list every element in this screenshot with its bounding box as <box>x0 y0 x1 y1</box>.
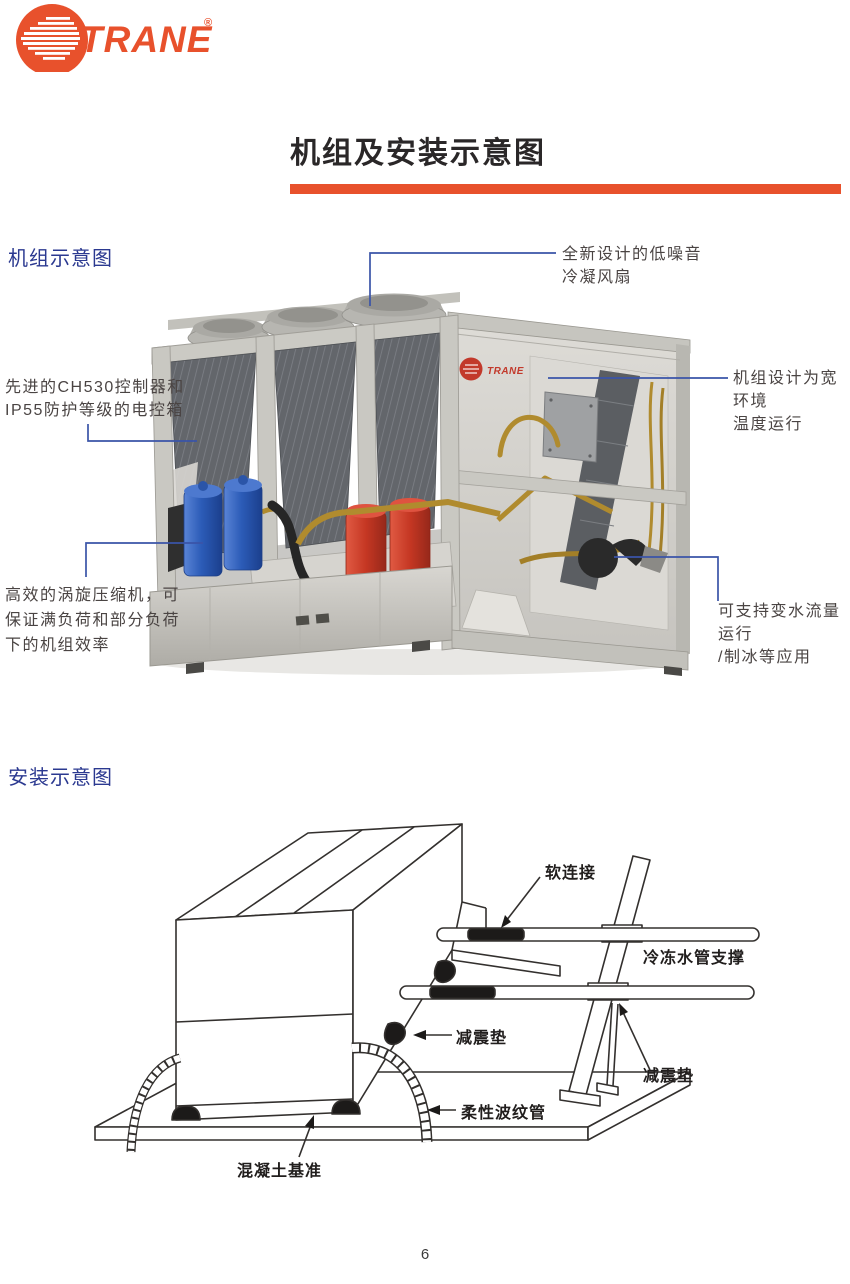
callout-line-flow <box>614 556 719 601</box>
title-accent-bar <box>290 184 841 194</box>
scroll-compressors <box>168 475 291 577</box>
chiller-unit-rendering: TRANE <box>149 292 691 676</box>
soft-connection-upper <box>467 927 525 942</box>
unit-section-heading: 机组示意图 <box>8 248 113 270</box>
callout-controller: 先进的CH530控制器和 IP55防护等级的电控箱 <box>5 379 185 419</box>
trane-globe-icon <box>16 4 88 72</box>
callout-variable-flow: 可支持变水流量运行 /制冰等应用 <box>718 603 841 666</box>
unit-feet-and-pads <box>171 959 456 1121</box>
flexible-hoses <box>126 1042 433 1153</box>
trane-logo: TRANE ® <box>16 4 213 72</box>
label-damper-pad-1: 减震垫 <box>456 1030 508 1047</box>
label-arrows <box>298 876 651 1158</box>
label-pipe-support: 冷冻水管支撑 <box>643 950 746 967</box>
label-concrete-base: 混凝土基准 <box>237 1163 323 1180</box>
condenser-fans <box>187 293 447 350</box>
callout-scroll-compressor: 高效的涡旋压缩机，可 保证满负荷和部分负荷 下的机组效率 <box>5 587 181 654</box>
pump-shape <box>578 538 618 578</box>
registered-mark: ® <box>204 17 212 29</box>
callout-leader-lines <box>85 252 728 601</box>
unit-plate-text: TRANE <box>487 366 524 377</box>
callout-line-compressor <box>85 542 203 577</box>
label-soft-connection: 软连接 <box>545 865 597 882</box>
label-damper-pad-2: 减震垫 <box>643 1068 695 1085</box>
callout-condenser-fan: 全新设计的低噪音 冷凝风扇 <box>562 246 703 286</box>
install-diagram <box>94 823 760 1158</box>
callout-line-controller <box>87 424 197 442</box>
label-flexible-hose: 柔性波纹管 <box>461 1105 547 1122</box>
callout-line-fan <box>369 252 556 306</box>
soft-connection-lower <box>429 985 496 1000</box>
install-section-heading: 安装示意图 <box>8 767 113 789</box>
callout-wide-ambient: 机组设计为宽环境 温度运行 <box>733 370 839 433</box>
page-number: 6 <box>420 1246 430 1263</box>
chiller-box-wireframe <box>175 823 561 1121</box>
gold-piping <box>295 499 501 546</box>
brand-wordmark: TRANE <box>80 19 213 60</box>
unit-brand-plate: TRANE <box>459 357 524 381</box>
page-title: 机组及安装示意图 <box>290 137 546 170</box>
install-line-art <box>94 823 760 1158</box>
pipe-support-plank <box>559 855 651 1107</box>
unit-illustration: TRANE <box>85 252 728 676</box>
